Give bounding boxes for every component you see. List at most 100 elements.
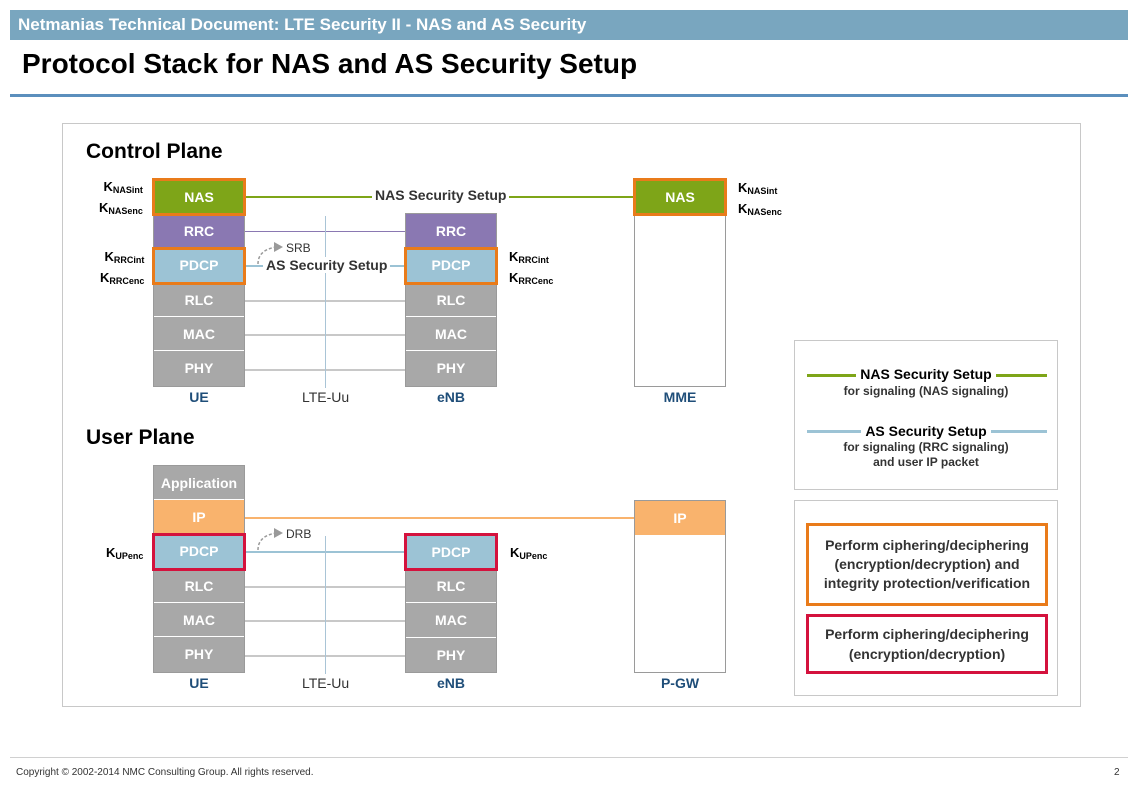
ue-up-phy-layer: PHY xyxy=(154,637,244,672)
up-enb-node-label: eNB xyxy=(436,675,465,691)
key-sub: RRCenc xyxy=(109,276,145,286)
enb-user-stack: PDCP RLC MAC PHY xyxy=(405,534,497,673)
up-mac-line xyxy=(245,620,407,622)
mme-nas-layer: NAS xyxy=(635,180,725,214)
ue-nas-security-outline xyxy=(152,178,246,216)
as-legend-desc-2: and user IP packet xyxy=(873,455,979,469)
key-k: K xyxy=(509,270,519,285)
ue-up-rlc-layer: RLC xyxy=(154,569,244,603)
srb-label: SRB xyxy=(286,241,311,255)
enb-rrc-layer: RRC xyxy=(406,214,496,248)
box-legend: Perform ciphering/deciphering (encryptio… xyxy=(794,500,1058,696)
ue-nas-keys: KNASint KNASenc xyxy=(99,178,143,220)
up-ue-node-label: UE xyxy=(189,675,209,691)
pgw-stack: IP xyxy=(634,500,726,673)
up-lte-uu-divider xyxy=(325,536,326,674)
ue-phy-layer: PHY xyxy=(154,351,244,386)
key-k: K xyxy=(738,201,748,216)
ue-up-key: KUPenc xyxy=(106,544,143,565)
enb-rrc-keys: KRRCint KRRCenc xyxy=(509,248,553,290)
rrc-link-line xyxy=(245,231,407,232)
key-sub: UPenc xyxy=(115,551,144,561)
page-title: Protocol Stack for NAS and AS Security S… xyxy=(22,48,638,79)
enb-mac-layer: MAC xyxy=(406,317,496,351)
ue-pdcp-security-outline xyxy=(152,247,246,285)
key-k: K xyxy=(103,179,113,194)
rlc-link-line xyxy=(245,300,407,302)
key-k: K xyxy=(104,249,114,264)
key-k: K xyxy=(106,545,116,560)
enb-up-key: KUPenc xyxy=(510,544,547,565)
orange-box-legend: Perform ciphering/deciphering (encryptio… xyxy=(806,523,1048,606)
as-legend-desc-1: for signaling (RRC signaling) xyxy=(843,440,1009,454)
mac-link-line xyxy=(245,334,407,336)
ue-ip-layer: IP xyxy=(154,500,244,534)
key-k: K xyxy=(99,200,109,215)
document-banner: Netmanias Technical Document: LTE Securi… xyxy=(10,10,1128,40)
enb-up-phy-layer: PHY xyxy=(406,638,496,672)
lte-uu-label: LTE-Uu xyxy=(302,389,350,405)
key-sub: NASint xyxy=(747,186,778,196)
enb-control-stack: RRC PDCP RLC MAC PHY xyxy=(405,213,497,387)
key-sub: NASenc xyxy=(108,206,143,216)
ue-mac-layer: MAC xyxy=(154,317,244,351)
key-k: K xyxy=(510,545,520,560)
pgw-node-label: P-GW xyxy=(660,675,700,691)
key-sub: RRCint xyxy=(518,255,549,265)
nas-legend-title-wrap: NAS Security Setup xyxy=(795,366,1057,384)
enb-node-label: eNB xyxy=(436,389,465,405)
page-number: 2 xyxy=(1114,767,1120,778)
up-lte-uu-label: LTE-Uu xyxy=(302,675,350,691)
key-sub: NASenc xyxy=(747,207,782,217)
enb-pdcp-layer: PDCP xyxy=(406,248,496,283)
enb-up-pdcp-cipher-outline xyxy=(404,533,498,571)
enb-pdcp-security-outline xyxy=(404,247,498,285)
nas-legend-title: NAS Security Setup xyxy=(856,366,996,382)
as-legend-title: AS Security Setup xyxy=(861,423,991,439)
phy-link-line xyxy=(245,369,407,371)
up-pdcp-line xyxy=(245,551,407,553)
control-plane-title: Control Plane xyxy=(86,140,223,163)
ue-rrc-keys: KRRCint KRRCenc xyxy=(100,248,144,290)
up-phy-line xyxy=(245,655,407,657)
enb-up-pdcp-layer: PDCP xyxy=(406,535,496,569)
line-legend: NAS Security Setup for signaling (NAS si… xyxy=(794,340,1058,490)
key-sub: RRCint xyxy=(113,255,145,265)
key-k: K xyxy=(100,270,110,285)
srb-arrow-icon xyxy=(257,242,283,265)
diagram-frame xyxy=(62,123,1081,707)
key-sub: UPenc xyxy=(519,551,548,561)
title-divider xyxy=(10,94,1128,97)
enb-up-mac-layer: MAC xyxy=(406,603,496,638)
mme-node-label: MME xyxy=(663,389,697,405)
ue-rlc-layer: RLC xyxy=(154,283,244,317)
mme-nas-security-outline xyxy=(633,178,727,216)
enb-rlc-layer: RLC xyxy=(406,283,496,317)
ue-node-label: UE xyxy=(189,389,209,405)
key-k: K xyxy=(738,180,748,195)
ue-up-mac-layer: MAC xyxy=(154,603,244,637)
key-k: K xyxy=(509,249,519,264)
key-sub: RRCenc xyxy=(518,276,554,286)
pgw-ip-layer: IP xyxy=(635,501,725,535)
drb-arrow-icon xyxy=(257,528,283,551)
ue-nas-layer: NAS xyxy=(154,180,244,214)
copyright-text: Copyright © 2002-2014 NMC Consulting Gro… xyxy=(16,767,314,778)
ip-link-line xyxy=(245,517,635,519)
key-sub: NASint xyxy=(112,185,143,195)
nas-legend-desc: for signaling (NAS signaling) xyxy=(843,384,1009,398)
drb-label: DRB xyxy=(286,527,312,541)
up-rlc-line xyxy=(245,586,407,588)
as-legend-title-wrap: AS Security Setup xyxy=(795,423,1057,441)
as-security-setup-label: AS Security Setup xyxy=(263,257,391,273)
user-plane-title: User Plane xyxy=(86,426,195,449)
red-box-legend: Perform ciphering/deciphering (encryptio… xyxy=(806,614,1048,674)
lte-uu-divider xyxy=(325,216,326,388)
nas-security-setup-label: NAS Security Setup xyxy=(372,187,510,203)
mme-nas-keys: KNASint KNASenc xyxy=(738,179,782,221)
ue-up-pdcp-cipher-outline xyxy=(152,533,246,571)
enb-up-rlc-layer: RLC xyxy=(406,569,496,603)
ue-application-layer: Application xyxy=(154,466,244,500)
ue-rrc-layer: RRC xyxy=(154,214,244,248)
footer-divider xyxy=(10,757,1128,758)
